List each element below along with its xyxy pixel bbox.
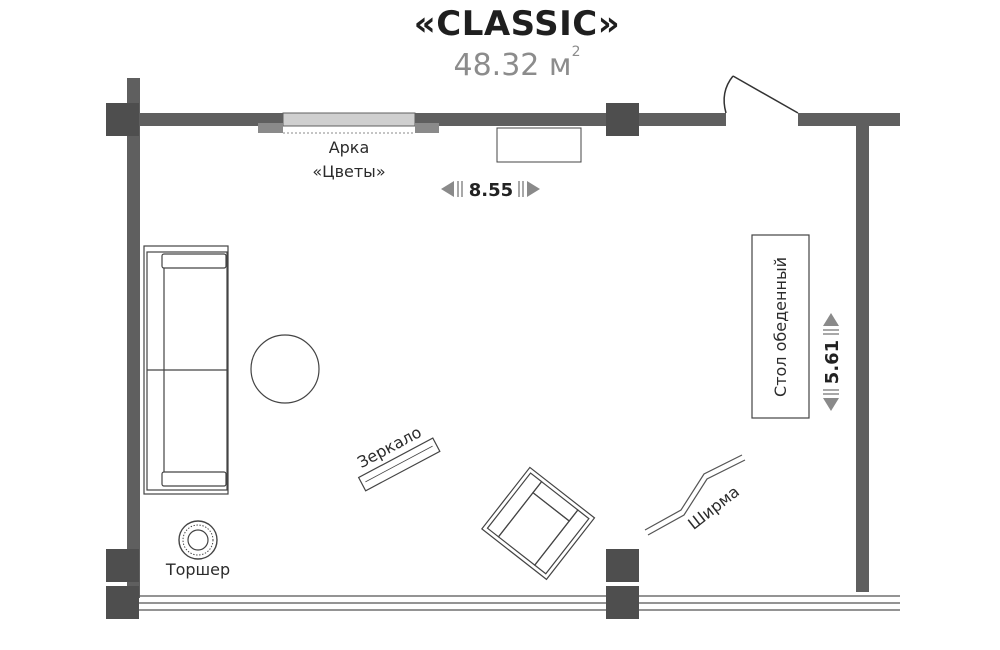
wall-left <box>127 78 140 598</box>
wall-top-right <box>798 113 900 126</box>
wall-top-left <box>106 113 726 126</box>
arch-panel <box>282 112 416 127</box>
wall-right <box>856 126 869 592</box>
column-bottom-middle-upper <box>606 549 639 582</box>
arch-label-line2: «Цветы» <box>312 162 385 181</box>
dining-table <box>751 234 810 419</box>
width-dimension: 8.55 <box>441 180 540 201</box>
bottom-window <box>139 595 900 611</box>
wall-cabinet <box>496 127 582 163</box>
door <box>723 75 799 114</box>
height-value: 5.61 <box>822 340 843 384</box>
dining-table-label: Стол обеденный <box>771 257 790 397</box>
arrow-down-icon <box>823 398 839 411</box>
floor-lamp-label: Торшер <box>165 560 230 579</box>
width-value: 8.55 <box>469 180 513 201</box>
column-top-left <box>106 103 139 136</box>
sofa <box>143 245 229 495</box>
column-top-middle <box>606 103 639 136</box>
round-table <box>250 334 320 404</box>
door-swing <box>723 75 734 114</box>
floor-lamp <box>178 520 218 560</box>
column-bottom-left-upper <box>106 549 139 582</box>
door-leaf <box>732 75 799 114</box>
mirror <box>357 437 441 492</box>
column-bottom-left-lower <box>106 586 139 619</box>
arch <box>258 112 439 134</box>
arrow-right-icon <box>527 181 540 197</box>
folding-screen <box>644 454 746 536</box>
arrow-left-icon <box>441 181 454 197</box>
arch-left-post <box>258 123 283 133</box>
hall-area-value: 48.32 м <box>453 48 572 83</box>
hall-area-unit-exponent: 2 <box>571 44 581 60</box>
hall-title: «CLASSIC» <box>413 4 621 44</box>
arch-label-line1: Арка <box>329 138 370 157</box>
hall-area: 48.32 м2 <box>0 44 1000 83</box>
armchair <box>481 466 596 581</box>
arrow-up-icon <box>823 313 839 326</box>
walls <box>106 78 900 598</box>
columns <box>106 103 639 619</box>
height-dimension: 5.61 <box>822 313 843 411</box>
column-bottom-middle-lower <box>606 586 639 619</box>
arch-right-post <box>415 123 439 133</box>
screen-label: Ширма <box>684 482 743 534</box>
